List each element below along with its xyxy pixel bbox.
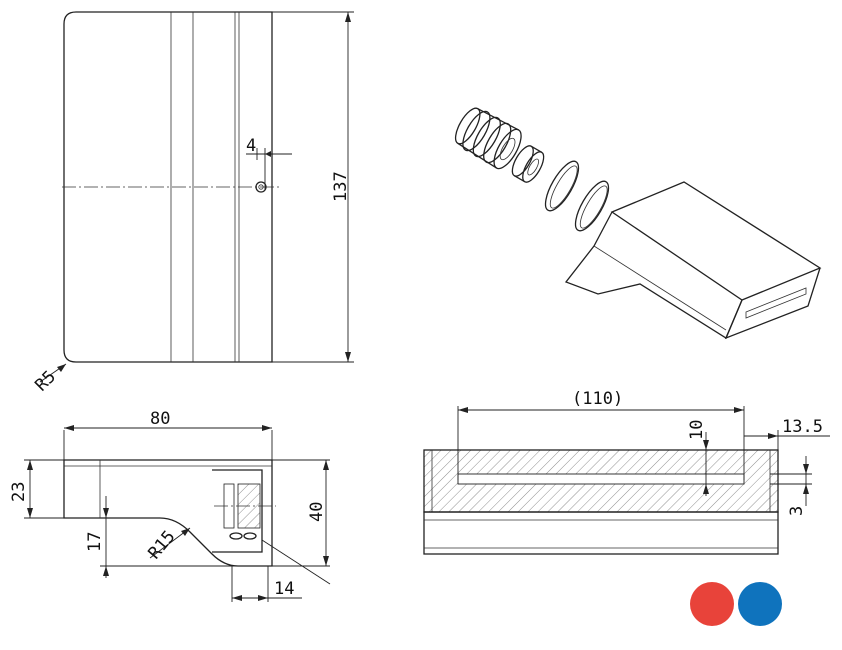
front-height-label: 137	[331, 171, 351, 202]
hole-offset-label: 4	[246, 136, 256, 156]
section-view	[423, 406, 830, 555]
cold-indicator-icon	[738, 582, 782, 626]
hot-indicator-icon	[690, 582, 734, 626]
section-slot-depth-label: 10	[687, 420, 707, 440]
side-bottom-width-label: 14	[274, 579, 294, 599]
exploded-isometric-view	[454, 107, 822, 340]
side-total-height-label: 40	[307, 502, 327, 522]
section-offset-label: 13.5	[782, 417, 823, 437]
side-view	[24, 425, 331, 602]
side-fillet-label: R15	[145, 527, 180, 563]
side-step-height-label: 17	[85, 532, 105, 552]
side-width-label: 80	[150, 409, 170, 429]
front-view	[39, 11, 354, 383]
section-slot-height-label: 3	[787, 506, 807, 516]
section-length-label: (110)	[572, 389, 623, 409]
side-top-height-label: 23	[9, 482, 29, 502]
